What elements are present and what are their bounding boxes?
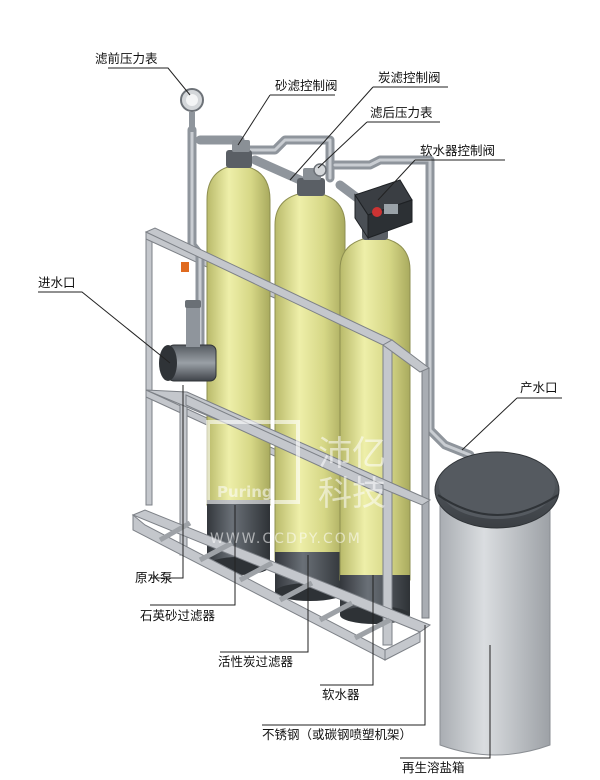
watermark-url: WWW.CCDPY.COM bbox=[210, 531, 362, 547]
softener-control-valve bbox=[354, 179, 413, 240]
labels: 滤前压力表 砂滤控制阀 炭滤控制阀 滤后压力表 软水器控制阀 进水口 产水口 原… bbox=[38, 51, 558, 775]
brine-tank bbox=[434, 451, 560, 756]
raw-water-pump bbox=[159, 300, 217, 382]
watermark: Puring 沛亿 科技 WWW.CCDPY.COM bbox=[206, 420, 386, 547]
watermark-brand-cn-1: 沛亿 bbox=[318, 434, 386, 474]
inlet-valve-handle bbox=[181, 262, 189, 272]
label-sand-filter-valve: 砂滤控制阀 bbox=[275, 78, 338, 93]
label-softener-valve: 软水器控制阀 bbox=[420, 143, 495, 158]
pre-filter-gauge bbox=[180, 88, 204, 132]
watermark-brand-en: Puring bbox=[217, 483, 273, 501]
label-brine-tank: 再生溶盐箱 bbox=[402, 760, 465, 775]
label-pre-filter-gauge: 滤前压力表 bbox=[95, 51, 158, 66]
water-softener-tank bbox=[339, 222, 411, 624]
label-raw-water-pump: 原水泵 bbox=[135, 570, 173, 585]
label-water-inlet: 进水口 bbox=[38, 275, 76, 290]
label-activated-carbon-filter: 活性炭过滤器 bbox=[218, 654, 294, 669]
watermark-brand-cn-2: 科技 bbox=[318, 474, 386, 514]
post-filter-gauge bbox=[313, 163, 327, 177]
leader-lines bbox=[38, 67, 562, 759]
label-frame: 不锈钢（或碳钢喷塑机架） bbox=[262, 727, 412, 742]
label-water-softener: 软水器 bbox=[322, 687, 360, 702]
label-quartz-sand-filter: 石英砂过滤器 bbox=[140, 608, 216, 623]
label-water-outlet: 产水口 bbox=[520, 380, 558, 395]
label-post-filter-gauge: 滤后压力表 bbox=[370, 105, 433, 120]
label-carbon-filter-valve: 炭滤控制阀 bbox=[378, 70, 441, 85]
